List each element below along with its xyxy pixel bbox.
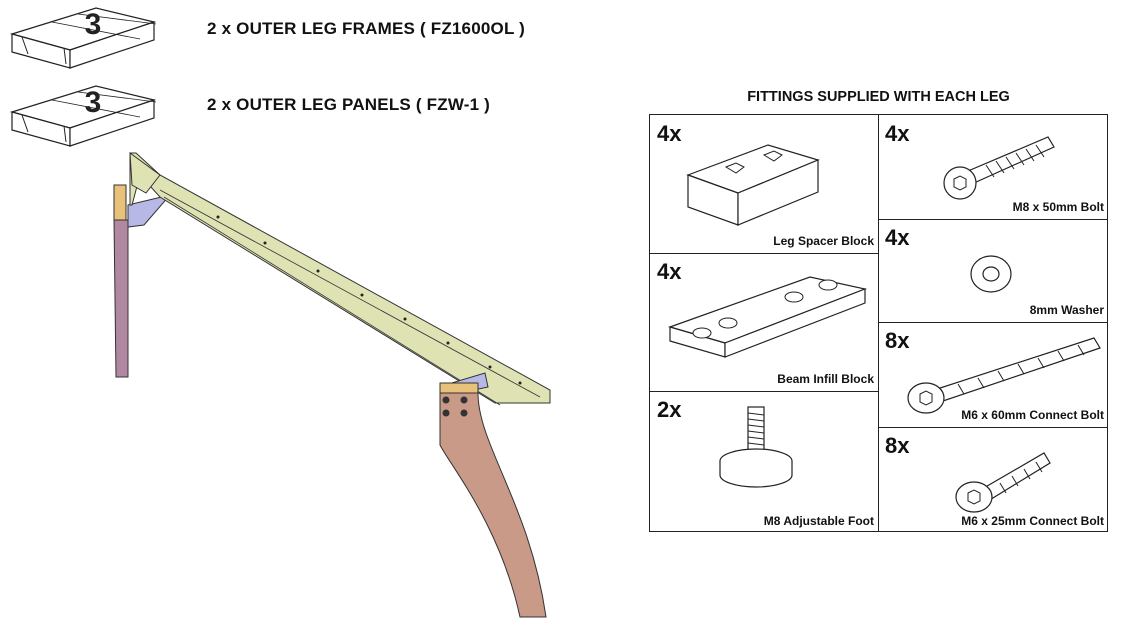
fitting-qty: 8x — [885, 433, 910, 458]
long-bolt-icon — [907, 337, 1101, 414]
fitting-cell: 2x M8 Adjustable Foot — [650, 391, 878, 533]
bolt-icon — [943, 136, 1055, 200]
fitting-cell: 8x M6 x 25mm Connect Bolt — [878, 427, 1108, 533]
adjustable-foot-icon — [719, 406, 793, 488]
leg-assembly-drawing — [100, 145, 570, 620]
fitting-qty: 4x — [885, 225, 910, 250]
spacer-block-icon — [686, 144, 820, 226]
package-number: 3 — [84, 86, 102, 119]
package-box-icon: 3 — [8, 80, 158, 150]
part-description: 2 x OUTER LEG PANELS ( FZW-1 ) — [207, 95, 491, 114]
fitting-cell: 4x Leg Spacer Block — [650, 115, 878, 253]
table-divider — [650, 253, 878, 255]
table-divider — [650, 391, 878, 393]
table-divider — [878, 219, 1108, 221]
fitting-label: M8 x 50mm Bolt — [1012, 200, 1104, 214]
fitting-qty: 4x — [657, 121, 682, 146]
part-description: 2 x OUTER LEG FRAMES ( FZ1600OL ) — [207, 19, 526, 38]
fitting-cell: 4x M8 x 50mm Bolt — [878, 115, 1108, 219]
fitting-cell: 4x Beam Infill Block — [650, 253, 878, 391]
fitting-qty: 4x — [657, 259, 682, 284]
short-bolt-icon — [955, 452, 1051, 513]
fitting-label: Leg Spacer Block — [773, 234, 874, 248]
fittings-table: 4x Leg Spacer Block 4x Beam Infill Block… — [649, 114, 1108, 532]
table-divider — [878, 427, 1108, 429]
fittings-title: FITTINGS SUPPLIED WITH EACH LEG — [747, 89, 1010, 105]
table-divider — [878, 322, 1108, 324]
fitting-qty: 4x — [885, 121, 910, 146]
infill-block-icon — [668, 276, 868, 358]
fitting-label: M8 Adjustable Foot — [763, 514, 874, 528]
fitting-qty: 8x — [885, 328, 910, 353]
package-number: 3 — [84, 8, 102, 41]
washer-icon — [970, 255, 1012, 293]
fitting-label: 8mm Washer — [1029, 303, 1104, 317]
package-box-icon: 3 — [8, 2, 158, 72]
fitting-label: M6 x 60mm Connect Bolt — [961, 408, 1104, 422]
fitting-cell: 8x M6 x 60mm Connect Bolt — [878, 322, 1108, 427]
fitting-cell: 4x 8mm Washer — [878, 219, 1108, 322]
fitting-qty: 2x — [657, 397, 682, 422]
fitting-label: Beam Infill Block — [777, 372, 874, 386]
fitting-label: M6 x 25mm Connect Bolt — [961, 514, 1104, 528]
